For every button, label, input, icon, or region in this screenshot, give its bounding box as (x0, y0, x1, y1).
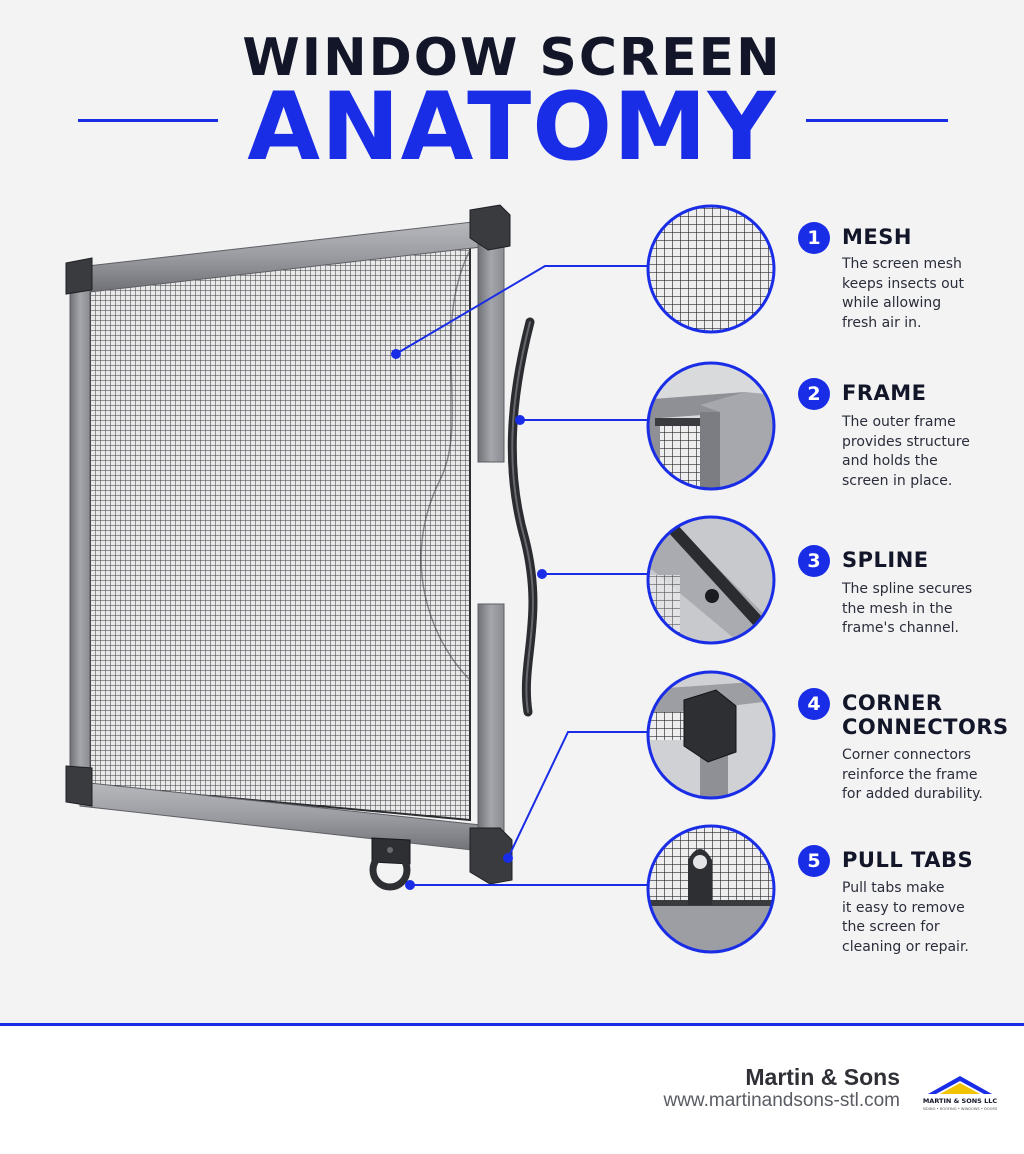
title-line-2: ANATOMY (247, 73, 777, 182)
footer-rule (0, 1023, 1024, 1026)
part-number-badge: 2 (798, 378, 830, 410)
title-line-1: WINDOW SCREEN (242, 28, 782, 88)
svg-text:MARTIN & SONS LLC: MARTIN & SONS LLC (923, 1097, 998, 1105)
leader-lines (395, 265, 648, 886)
part-name: FRAME (842, 381, 927, 405)
spline-detail-icon (646, 515, 776, 645)
part-name: SPLINE (842, 548, 929, 572)
part-name: PULL TABS (842, 848, 974, 872)
svg-text:SIDING • ROOFING • WINDOWS • D: SIDING • ROOFING • WINDOWS • DOORS (923, 1107, 998, 1111)
corner-connectors (65, 204, 513, 885)
footer (0, 1026, 1024, 1154)
martin-sons-logo-icon: MARTIN & SONS LLC SIDING • ROOFING • WIN… (923, 1076, 998, 1111)
pull-tab-detail-icon (646, 824, 776, 954)
part-number-badge: 1 (798, 222, 830, 254)
part-name: MESH (842, 225, 912, 249)
part-number-badge: 5 (798, 845, 830, 877)
corner-connector-detail-icon (646, 670, 776, 800)
frame-detail-icon (646, 361, 776, 491)
screen-diagram (65, 204, 776, 954)
part-number-badge: 4 (798, 688, 830, 720)
title-rule-left (78, 119, 218, 122)
pull-tab (369, 837, 411, 891)
mesh-detail-icon (646, 204, 776, 334)
screen-mesh (89, 245, 471, 822)
title-rule-right (806, 119, 948, 122)
screen-frame (69, 219, 505, 853)
company-website[interactable]: www.martinandsons-stl.com (663, 1090, 900, 1111)
part-number-badge: 3 (798, 545, 830, 577)
company-name: Martin & Sons (745, 1064, 900, 1090)
